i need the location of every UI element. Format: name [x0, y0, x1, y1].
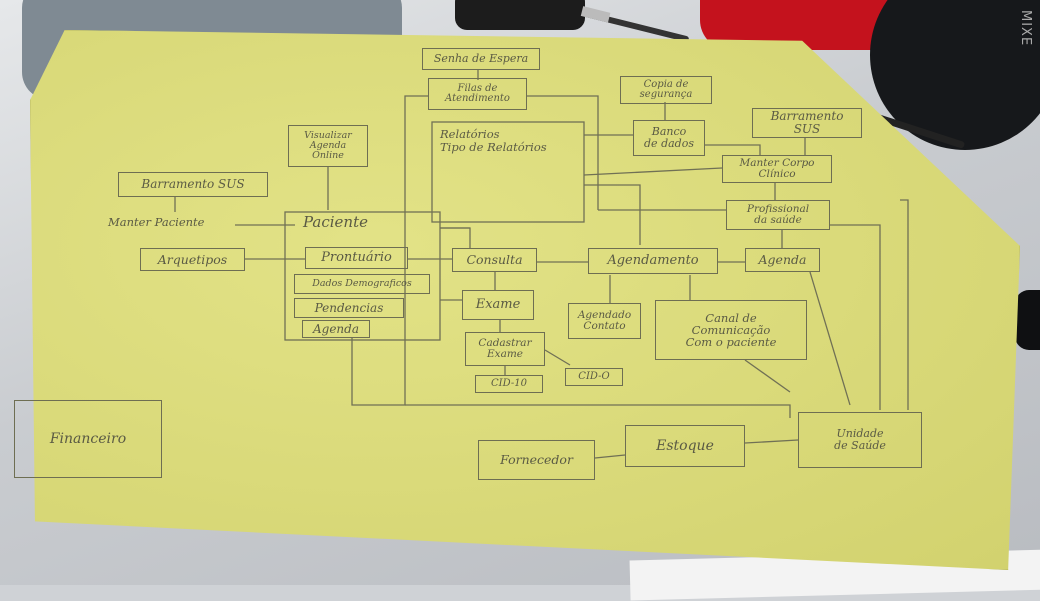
- node-agendado-contato: Agendado Contato: [568, 303, 641, 339]
- node-estoque: Estoque: [625, 425, 745, 467]
- node-barramento-sus-top: Barramento SUS: [752, 108, 862, 138]
- node-filas-atendimento: Filas de Atendimento: [428, 78, 527, 110]
- connector-lines: [174, 70, 909, 459]
- node-paciente: Paciente: [303, 213, 369, 231]
- node-agenda-paciente: Agenda: [302, 320, 370, 338]
- node-dados-demograficos: Dados Demograficos: [294, 274, 430, 294]
- node-financeiro: Financeiro: [14, 400, 162, 478]
- node-exame: Exame: [462, 290, 534, 320]
- node-canal-comunicacao: Canal de Comunicação Com o paciente: [655, 300, 807, 360]
- node-agendamento: Agendamento: [588, 248, 718, 274]
- node-manter-paciente: Manter Paciente: [108, 215, 205, 229]
- node-barramento-sus-left: Barramento SUS: [118, 172, 268, 197]
- node-relatorios: Relatórios Tipo de Relatórios: [440, 127, 547, 154]
- node-cid-10: CID-10: [475, 375, 543, 393]
- node-cadastrar-exame: Cadastrar Exame: [465, 332, 545, 366]
- paper-shading: [30, 30, 1020, 570]
- node-fornecedor: Fornecedor: [478, 440, 595, 480]
- dark-object: [455, 0, 585, 30]
- node-banco-dados: Banco de dados: [633, 120, 705, 156]
- node-visualizar-agenda: Visualizar Agenda Online: [288, 125, 368, 167]
- node-copia-seguranca: Copia de segurança: [620, 76, 712, 104]
- node-consulta: Consulta: [452, 248, 537, 272]
- node-unidade-saude: Unidade de Saúde: [798, 412, 922, 468]
- node-profissional-saude: Profissional da saúde: [726, 200, 830, 230]
- node-agenda-right: Agenda: [745, 248, 820, 272]
- node-senha-espera: Senha de Espera: [422, 48, 540, 70]
- node-arquetipos: Arquetipos: [140, 248, 245, 271]
- node-prontuario: Prontuário: [305, 247, 408, 269]
- node-manter-corpo-clinico: Manter Corpo Clínico: [722, 155, 832, 183]
- node-cid-o: CID-O: [565, 368, 623, 386]
- speaker-label: MIXE: [1018, 10, 1033, 47]
- yellow-paper: [30, 30, 1020, 570]
- dark-object-right: [1015, 290, 1040, 350]
- node-pendencias: Pendencias: [294, 298, 404, 318]
